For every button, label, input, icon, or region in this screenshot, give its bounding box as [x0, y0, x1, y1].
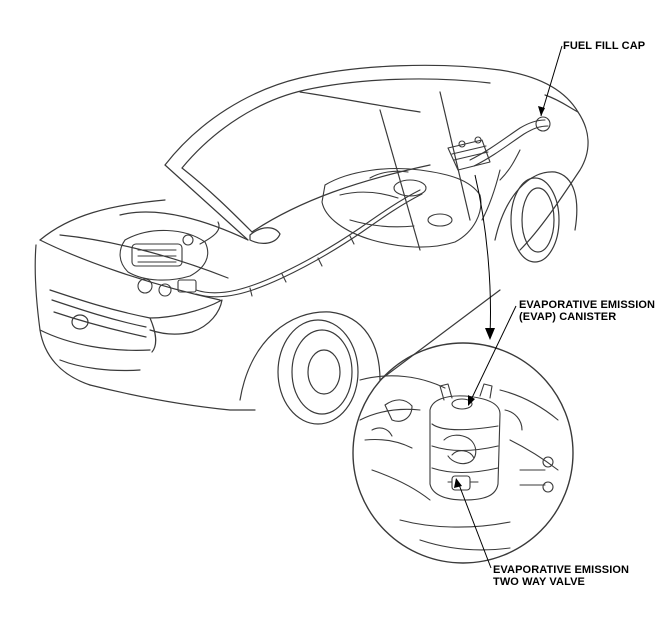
evap-canister-small	[447, 136, 491, 171]
evap-canister-label: EVAPORATIVE EMISSION (EVAP) CANISTER	[519, 299, 655, 323]
evap-canister-label-line2: (EVAP) CANISTER	[519, 311, 617, 323]
fuel-tank	[321, 168, 482, 248]
engine-intake-assembly	[119, 221, 220, 297]
fuel-vapor-lines	[195, 116, 551, 298]
two-way-valve-label-line1: EVAPORATIVE EMISSION	[493, 564, 630, 576]
detail-view-contents	[359, 375, 559, 551]
evap-canister-label-line1: EVAPORATIVE EMISSION	[519, 299, 656, 311]
leader-lines	[457, 45, 563, 569]
car-body-outline	[34, 64, 589, 425]
detail-magnifier-circle	[352, 342, 574, 564]
two-way-valve-label-line2: TWO WAY VALVE	[493, 576, 585, 588]
fuel-fill-cap-label-line: FUEL FILL CAP	[563, 40, 646, 52]
two-way-valve-label: EVAPORATIVE EMISSION TWO WAY VALVE	[493, 564, 629, 588]
fuel-fill-cap-label: FUEL FILL CAP	[563, 40, 645, 52]
leader-arrowheads	[454, 106, 545, 488]
